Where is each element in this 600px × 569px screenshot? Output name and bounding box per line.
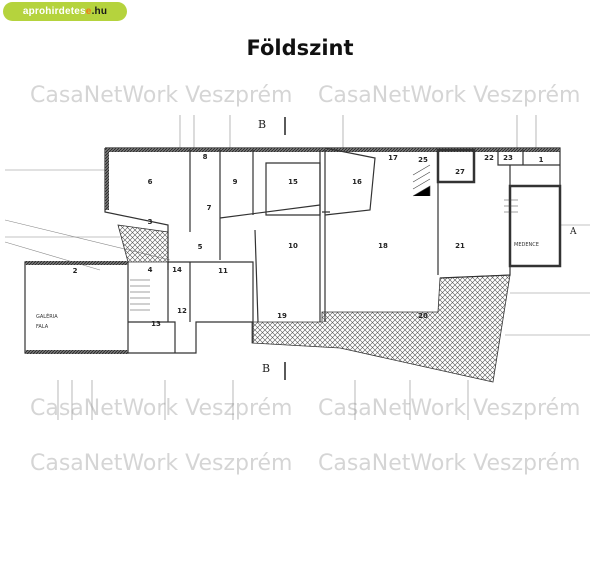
- room-label: 20: [418, 312, 428, 320]
- room-label: 27: [455, 168, 465, 176]
- room-label: 25: [418, 156, 428, 164]
- room-label: 16: [352, 178, 362, 186]
- watermark: CasaNetWork Veszprém: [318, 451, 581, 476]
- page-title: Földszint: [246, 36, 354, 60]
- gallery-label: GALÉRIA: [36, 312, 58, 320]
- section-mark-b-bottom: B: [262, 362, 270, 375]
- pool-label: MEDENCE: [514, 242, 539, 248]
- room-label: 11: [218, 267, 228, 275]
- room-label: 8: [203, 153, 208, 161]
- room-label: 10: [288, 242, 298, 250]
- room-label: 18: [378, 242, 388, 250]
- room-label: 13: [151, 320, 161, 328]
- room-label: 9: [233, 178, 238, 186]
- logo-suffix: .hu: [91, 6, 108, 17]
- room-label: 21: [455, 242, 465, 250]
- grid-lines: [4, 115, 590, 420]
- room-label: 6: [148, 178, 153, 186]
- watermarks: CasaNetWork Veszprém CasaNetWork Veszpré…: [30, 83, 581, 476]
- terrace-hatch: [251, 274, 511, 383]
- room-label: 14: [172, 266, 182, 274]
- room-label: 12: [177, 307, 187, 315]
- watermark: CasaNetWork Veszprém: [318, 396, 581, 421]
- section-mark-a: A: [569, 227, 577, 237]
- gallery-label-2: FALA: [36, 324, 49, 330]
- logo-accent: e: [85, 6, 92, 17]
- watermark: CasaNetWork Veszprém: [30, 83, 293, 108]
- logo-text: aprohirdetes: [22, 6, 86, 17]
- room-label: 19: [277, 312, 287, 320]
- room-label: 15: [288, 178, 298, 186]
- watermark: CasaNetWork Veszprém: [30, 451, 293, 476]
- room-label: 23: [503, 154, 513, 162]
- room-3-hatch: [117, 224, 169, 263]
- room-label: 2: [73, 267, 78, 275]
- room-label: 5: [198, 243, 203, 251]
- room-labels: 6 8 9 15 16 17 25 27 22 23 1 7 3 5 10 18…: [36, 153, 544, 330]
- room-label: 17: [388, 154, 398, 162]
- room-label: 7: [207, 204, 212, 212]
- walls: [24, 147, 562, 354]
- room-label: 22: [484, 154, 494, 162]
- room-label: 4: [148, 266, 153, 274]
- watermark: CasaNetWork Veszprém: [30, 396, 293, 421]
- section-mark-b-top: B: [258, 118, 266, 131]
- stairs: [130, 164, 518, 311]
- watermark: CasaNetWork Veszprém: [318, 83, 581, 108]
- room-label: 3: [148, 218, 153, 226]
- room-label: 1: [539, 156, 544, 164]
